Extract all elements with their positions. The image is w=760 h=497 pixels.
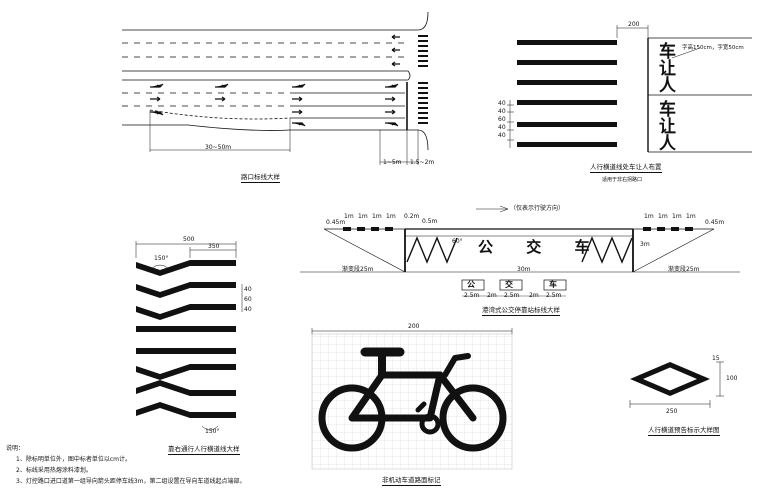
taper-left: 渐变段25m — [342, 266, 374, 273]
seg-1m-3: 1m — [372, 213, 382, 220]
angle-top: 150° — [154, 255, 169, 262]
zigzag-crosswalk — [136, 260, 236, 418]
legend-dim-5: 2.5m — [546, 292, 562, 299]
bus-stop-bay — [300, 205, 740, 273]
legend-dim-1: 2.5m — [464, 292, 480, 299]
bicycle-symbol — [318, 347, 507, 452]
intersection-caption: 路口标线大样 — [241, 173, 280, 183]
stripe-dim-5: 40 — [498, 132, 506, 139]
bus-legend-boxes — [461, 279, 567, 297]
dim-100: 100 — [726, 375, 738, 382]
angle-60: 60° — [452, 238, 463, 245]
intersection-plan — [122, 11, 429, 165]
dim-500: 500 — [183, 236, 195, 243]
dim-3m: 3m — [640, 241, 650, 248]
taper-right: 渐变段25m — [668, 266, 700, 273]
legend-char-1: 公 — [467, 280, 475, 289]
yield-crosswalk — [517, 40, 617, 147]
yield-caption: 人行横道线处车让人布置 — [590, 163, 662, 173]
lane-arrows — [150, 34, 400, 127]
road-edge-top — [122, 11, 429, 31]
dim-0-5: 0.5m — [422, 218, 438, 225]
dim-250: 250 — [666, 408, 678, 415]
diamond-caption: 人行横道预告标示大样图 — [648, 426, 720, 436]
note-1: 1、除标明单位外，图中标者单位以cm计。 — [16, 456, 131, 463]
stripe-dim-2: 40 — [498, 108, 506, 115]
stripe-dim-1: 40 — [498, 100, 506, 107]
zigzag-caption: 靠右通行人行横道线大样 — [168, 445, 240, 455]
note-2: 2、标线采用热熔涂料漆划。 — [16, 467, 92, 474]
bus-stop-dashes — [343, 227, 693, 231]
legend-char-3: 车 — [549, 280, 557, 289]
dim-350: 350 — [208, 243, 220, 250]
angle-bottom: 150° — [205, 428, 220, 435]
notes-title: 说明： — [6, 445, 25, 452]
dim-15: 15 — [712, 355, 720, 362]
bus-text: 公 交 车 — [478, 238, 604, 256]
seg-1m-5: 1m — [644, 213, 654, 220]
median — [122, 70, 411, 81]
notes-block: 说明： 1、除标明单位外，图中标者单位以cm计。 2、标线采用热熔涂料漆划。 3… — [6, 443, 245, 487]
seg-1m-8: 1m — [686, 213, 696, 220]
legend-dim-4: 2m — [529, 292, 539, 299]
yield-text-lower: 车让人 — [655, 100, 675, 151]
dim-200-bike: 200 — [408, 323, 420, 330]
intersection-zebra — [418, 35, 428, 124]
diamond-dims — [629, 361, 724, 408]
diamond-marking — [630, 362, 710, 396]
dim-1: 1~5m — [383, 159, 402, 166]
dim-0-2: 0.2m — [404, 213, 420, 220]
side-dim-2: 60 — [244, 296, 252, 303]
bicycle-caption: 非机动车道路面标记 — [382, 476, 441, 486]
bus-stop-caption: 港湾式公交停靠站标线大样 — [482, 306, 560, 316]
side-dim-1: 40 — [244, 286, 252, 293]
legend-dim-3: 2.5m — [504, 292, 520, 299]
stripe-dim-3: 60 — [498, 116, 506, 123]
dim-taper: 30~50m — [205, 144, 232, 151]
note-3: 3、灯控路口进口道第一组导向箭头距停车线3m，第二组设置在导向车道线起点端部。 — [16, 478, 246, 485]
seg-1m-1: 1m — [344, 213, 354, 220]
direction-note: （仅表示行驶方向） — [510, 205, 565, 212]
dim-045-right: 0.45m — [705, 219, 725, 226]
stripe-dim-4: 40 — [498, 124, 506, 131]
zigzag-dims — [135, 241, 243, 431]
text-size-note: 字高150cm，字宽50cm — [682, 45, 744, 51]
yield-text-upper: 车让人 — [655, 42, 675, 93]
dim-045-left: 0.45m — [326, 219, 346, 226]
legend-dim-2: 2m — [487, 292, 497, 299]
dim-200-top: 200 — [628, 21, 640, 28]
side-dim-3: 40 — [244, 306, 252, 313]
seg-1m-2: 1m — [358, 213, 368, 220]
yield-lines — [507, 25, 752, 153]
seg-1m-7: 1m — [672, 213, 682, 220]
dim-2: 1.5~2m — [410, 159, 435, 166]
seg-1m-6: 1m — [658, 213, 668, 220]
road-edge-bottom — [122, 124, 429, 151]
yield-subcaption: 适用于非右拐路口 — [602, 177, 643, 183]
seg-1m-4: 1m — [386, 213, 396, 220]
dim-30m: 30m — [517, 266, 531, 273]
legend-char-2: 交 — [505, 280, 513, 289]
